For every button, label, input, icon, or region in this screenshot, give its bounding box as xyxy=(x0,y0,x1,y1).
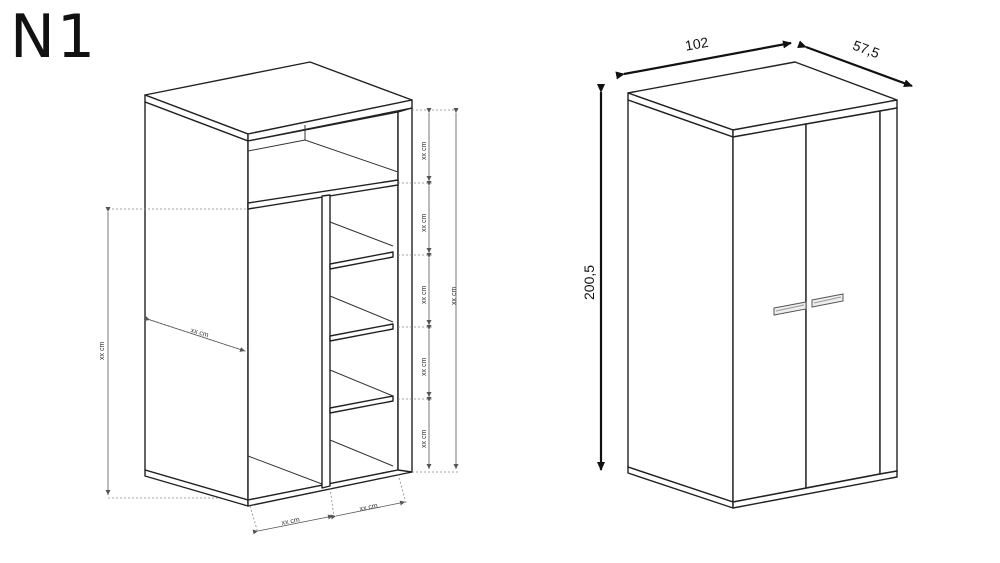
vertical-divider xyxy=(321,194,331,489)
hat-shelf xyxy=(247,179,399,210)
shelf-gap-label-1: xx cm xyxy=(421,142,428,160)
open-wardrobe-drawing: xx cm xx cm xx cm xx cm xyxy=(99,61,459,535)
closed-wardrobe-drawing: 102 57,5 200,5 xyxy=(581,34,913,509)
height-dimension-label: 200,5 xyxy=(581,265,597,300)
shelf-gap-label-3: xx cm xyxy=(421,286,428,304)
left-door xyxy=(732,123,807,503)
depth-dimension-label: 57,5 xyxy=(851,37,882,61)
left-compartment-width-dimension xyxy=(252,514,334,535)
hanging-height-label: xx cm xyxy=(99,342,106,360)
right-shelves xyxy=(329,221,394,467)
right-side-panel xyxy=(397,107,413,475)
interior-height-label: xx cm xyxy=(451,287,458,305)
closed-right-side xyxy=(879,107,898,475)
left-floor-line xyxy=(247,455,323,485)
closed-left-side xyxy=(627,99,734,503)
left-compartment-width-label: xx cm xyxy=(281,517,300,527)
model-title: N1 xyxy=(10,2,98,72)
shelf-gap-label-4: xx cm xyxy=(421,358,428,376)
shelf-spacing-dimensions xyxy=(398,108,432,469)
shelf-gap-label-5: xx cm xyxy=(421,430,428,448)
shelf-gap-label-2: xx cm xyxy=(421,214,428,232)
closed-plinth-front xyxy=(732,470,898,509)
depth-dimension-arrow xyxy=(797,40,913,88)
left-door-handle xyxy=(773,301,807,316)
left-side-panel xyxy=(144,101,249,501)
width-dimension-arrow xyxy=(615,40,792,80)
right-compartment-width-dimension xyxy=(330,500,406,520)
right-door-handle xyxy=(811,293,844,308)
right-compartment-width-label: xx cm xyxy=(359,503,378,513)
width-dimension-label: 102 xyxy=(684,34,710,54)
